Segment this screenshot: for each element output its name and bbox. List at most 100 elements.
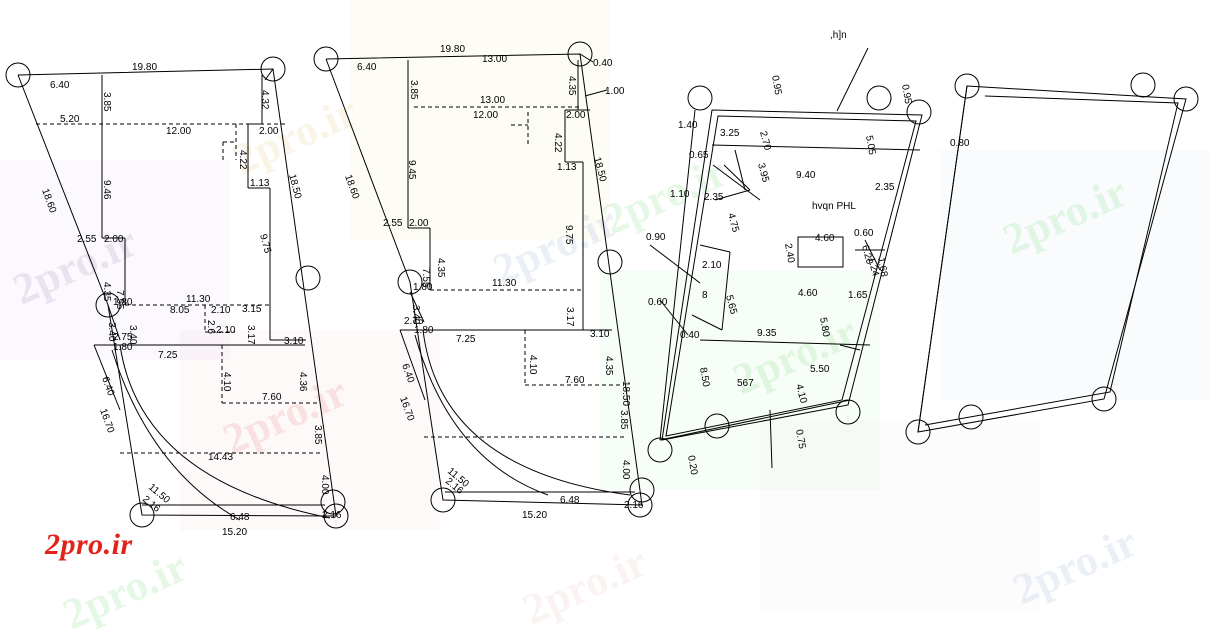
plan2-dimension-label: 6.40 (399, 362, 416, 384)
plan1-dimension-label: 19.80 (132, 62, 157, 73)
plan2-dimension-label: 18.50 (620, 381, 631, 406)
plan1-dimension-label: 7.25 (158, 350, 178, 361)
plan1-dimension-label: 7.55 (114, 290, 125, 310)
plan1-dimension-label: 1.80 (113, 342, 133, 353)
plan3-dimension-label: ,h]n (830, 30, 847, 41)
plan-3-lines (647, 47, 932, 469)
plan2-dimension-label: 4.35 (566, 76, 577, 96)
plan2-dimension-label: 4.35 (435, 258, 446, 278)
cad-drawing: 19.80 6.40 4.32 3.85 5.20 12.00 2.00 4.22 1.13 18… (5, 30, 1199, 538)
plan4-dimension-label: 0.80 (950, 138, 970, 149)
plan1-dimension-label: 14.43 (208, 452, 233, 463)
plan1-dimension-label: 16.70 (97, 407, 116, 435)
plan2-dimension-label: 1.80 (413, 282, 433, 293)
background-tile (350, 0, 610, 240)
plan-1-dashed (36, 123, 320, 454)
plan1-dimension-label: 18.50 (286, 173, 303, 200)
plan2-dimension-label: 4.35 (603, 356, 614, 376)
plan1-dimension-label: 18.60 (39, 187, 58, 215)
plan2-dimension-label: 2.00 (409, 218, 429, 229)
plan3-dimension-label: 5.05 (863, 135, 877, 157)
plan2-dimension-label: 6.48 (560, 495, 580, 506)
plan2-dimension-label: 1.00 (605, 86, 625, 97)
plan2-dimension-label: 18.50 (591, 156, 608, 183)
plan2-dimension-label: 2.75 (404, 316, 424, 327)
plan1-dimension-label: 2.6 (205, 320, 216, 334)
plan3-dimension-label: 1.65 (848, 290, 868, 301)
plan2-dimension-label: 3.85 (618, 410, 629, 430)
plan3-dimension-label: 6.20 (859, 244, 875, 266)
plan1-dimension-label: 11.30 (186, 294, 211, 305)
plan2-dimension-label: 13.00 (480, 95, 505, 106)
plan1-dimension-label: 4.22 (237, 150, 248, 170)
plan2-dimension-label: 18.60 (342, 173, 361, 201)
plan1-dimension-label: 8.05 (170, 305, 190, 316)
plan3-dimension-label: 1.68 (875, 257, 889, 279)
plan-1-lines (5, 56, 349, 529)
plan-4-lines (905, 72, 1199, 445)
plan1-dimension-label: 2.16 (322, 510, 342, 521)
plan1-dimension-label: 3.40 (127, 325, 138, 345)
plan2-dimension-label: 16.70 (397, 395, 416, 423)
plan2-dimension-label: 1.80 (414, 325, 434, 336)
plan1-dimension-label: 2.55 (77, 234, 97, 245)
plan3-dimension-label: 4.75 (725, 212, 741, 234)
plan2-dimension-label: 6.40 (357, 62, 377, 73)
plan3-dimension-label: 0.65 (689, 150, 709, 161)
plan3-dimension-label: 9.35 (757, 328, 777, 339)
background-tile (940, 150, 1209, 400)
plan1-dimension-label: 3.10 (284, 336, 304, 347)
plan3-dimension-label: 8.50 (697, 367, 711, 389)
plan2-dimension-label: 9.45 (406, 160, 417, 180)
site-logo[interactable]: 2pro.ir (45, 528, 133, 561)
plan3-dimension-label: 2.35 (875, 182, 895, 193)
plan2-dimension-label: 3.17 (564, 307, 575, 327)
plan1-dimension-label: 4.10 (221, 372, 232, 392)
plan3-dimension-label: 2.35 (704, 192, 724, 203)
plan1-dimension-label: 3.17 (245, 325, 256, 345)
plan1-dimension-label: 4.36 (297, 372, 308, 392)
plan3-dimension-label: 8 (702, 290, 708, 301)
plan-2-lines (313, 41, 655, 518)
plan1-dimension-label: 5.20 (60, 114, 80, 125)
plan3-dimension-label: 0.95 (899, 84, 913, 106)
plan3-dimension-label: 0.95 (769, 75, 783, 97)
plan1-dimension-label: 9.46 (101, 180, 112, 200)
plan-4-labels: 0.80 (950, 138, 970, 149)
plan2-dimension-label: 7.55 (420, 268, 431, 288)
plan1-dimension-label: 3.85 (312, 425, 323, 445)
plan2-dimension-label: 15.20 (522, 510, 547, 521)
plan3-dimension-label: 3.25 (720, 128, 740, 139)
plan2-dimension-label: 19.80 (440, 44, 465, 55)
plan1-dimension-label: 6.40 (50, 80, 70, 91)
plan1-dimension-label: 6.48 (230, 512, 250, 523)
plan3-dimension-label: 5.50 (810, 364, 830, 375)
plan3-dimension-label: 1.24 (865, 256, 881, 278)
plan3-dimension-label: 5.80 (817, 317, 831, 339)
plan2-dimension-label: 7.25 (456, 334, 476, 345)
plan1-dimension-label: 4.32 (259, 90, 270, 110)
plan3-dimension-label: 3.95 (755, 162, 771, 184)
plan2-dimension-label: 13.00 (482, 54, 507, 65)
plan1-dimension-label: 9.75 (257, 233, 273, 255)
plan1-dimension-label: 2.75 (113, 332, 133, 343)
plan1-dimension-label: 12.00 (166, 126, 191, 137)
plan1-dimension-label: 2.00 (259, 126, 279, 137)
plan3-dimension-label: 5.65 (723, 294, 739, 316)
plan3-dimension-label: 4.60 (798, 288, 818, 299)
plan2-dimension-label: 4.10 (527, 355, 538, 375)
plan3-dimension-label: 0.60 (854, 228, 874, 239)
plan2-dimension-label: 2.55 (383, 218, 403, 229)
plan2-dimension-label: 2.00 (566, 110, 586, 121)
plan1-dimension-label: 3.85 (101, 92, 112, 112)
plan1-dimension-label: 2.00 (104, 234, 124, 245)
plan-2-dashed (414, 106, 625, 438)
plan1-dimension-label: 7.60 (262, 392, 282, 403)
plan2-dimension-label: 7.60 (565, 375, 585, 386)
plan2-dimension-label: 1.13 (557, 162, 577, 173)
plan1-dimension-label: 2.10 (211, 305, 231, 316)
plan3-dimension-label: 0.20 (685, 455, 699, 477)
